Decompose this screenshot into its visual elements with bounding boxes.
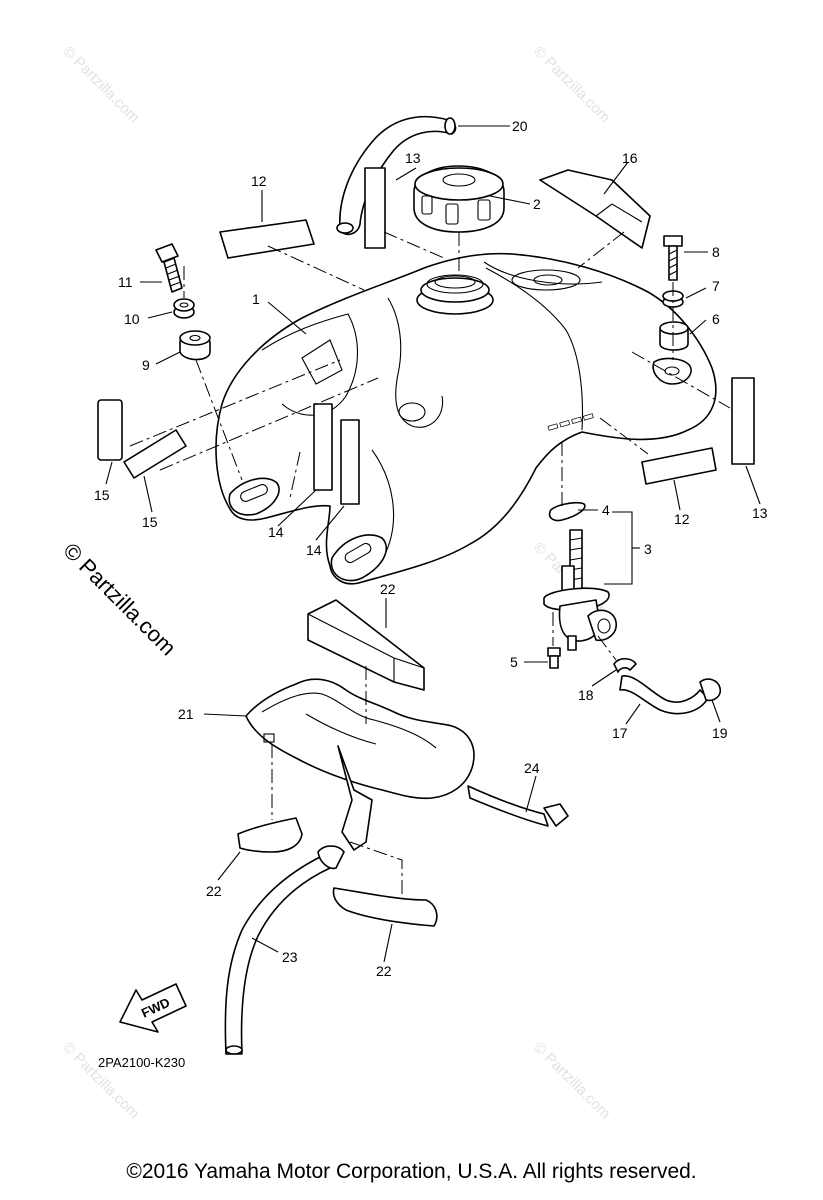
watermark-bottom-left: © Partzilla.com: [59, 1039, 142, 1122]
fuel-cock-assembly: [543, 501, 617, 651]
callout-12-right: 12: [674, 511, 690, 527]
callout-3: 3: [644, 541, 652, 557]
filler-neck-thread: [426, 274, 484, 294]
callout-14-b: 14: [306, 542, 322, 558]
callout-5: 5: [510, 654, 518, 670]
filler-neck-opening: [434, 275, 476, 289]
diagram-canvas: © Partzilla.com © Partzilla.com © Partzi…: [58, 43, 768, 1122]
tank-contour-right: [483, 261, 603, 285]
gasket-4: [548, 501, 586, 522]
drain-hose-23: [224, 845, 345, 1055]
left-mount-slot: [240, 484, 268, 502]
callout-21: 21: [178, 706, 194, 722]
watermark-bottom-right: © Partzilla.com: [530, 1039, 613, 1122]
callout-8: 8: [712, 244, 720, 260]
label-12-left: [219, 219, 315, 259]
callout-23: 23: [282, 949, 298, 965]
callout-19: 19: [712, 725, 728, 741]
label-13-top: [364, 167, 386, 249]
label-12-right: [641, 447, 717, 485]
pad-22-left: [237, 817, 303, 853]
label-14-b: [340, 419, 360, 505]
filler-neck-rim: [420, 277, 490, 303]
bolt-11: [155, 243, 183, 293]
tank-contour-lower: [371, 449, 395, 553]
callout-1: 1: [252, 291, 260, 307]
callout-4: 4: [602, 502, 610, 518]
collar-10: [173, 298, 195, 319]
leader-lines: [105, 125, 761, 963]
fuel-cap: [413, 165, 505, 233]
callout-22-top: 22: [380, 581, 396, 597]
copyright-footer: ©2016 Yamaha Motor Corporation, U.S.A. A…: [126, 1160, 697, 1183]
bolt-8: [663, 235, 683, 281]
callout-15-a: 15: [94, 487, 110, 503]
callout-7: 7: [712, 278, 720, 294]
callout-11: 11: [118, 274, 133, 290]
callout-numbers: 20 13 16 12 2 8 11 7 1 10 6 9 15 15 14 1…: [94, 118, 768, 979]
label-15-tilted: [123, 429, 187, 479]
clip-18: [613, 657, 637, 673]
callout-2: 2: [533, 196, 541, 212]
damper-6: [659, 321, 689, 351]
side-watermark: © Partzilla.com: [58, 538, 181, 661]
callout-6: 6: [712, 311, 720, 327]
cock-lever: [587, 609, 617, 642]
tank-badge-inner: [533, 274, 563, 286]
fwd-arrow-icon: FWD: [119, 983, 187, 1033]
pad-22-top: [307, 599, 425, 691]
callout-15-b: 15: [142, 514, 158, 530]
lower-mount-slot: [344, 542, 372, 564]
tank-badge-recess: [511, 269, 581, 291]
watermark-top-left: © Partzilla.com: [59, 43, 142, 126]
pad-22-bottom: [332, 887, 438, 927]
callout-13-top: 13: [405, 150, 421, 166]
clip-19: [699, 678, 722, 702]
watermark-top-right: © Partzilla.com: [530, 43, 613, 126]
breather-hose: [336, 115, 457, 236]
callout-20: 20: [512, 118, 528, 134]
faint-watermarks: © Partzilla.com © Partzilla.com © Partzi…: [59, 43, 613, 1122]
cock-outlet: [567, 635, 577, 651]
callout-10: 10: [124, 311, 140, 327]
breather-hose-end: [444, 117, 456, 135]
tank-contour-center: [387, 297, 444, 428]
callout-18: 18: [578, 687, 594, 703]
label-14-a: [313, 403, 333, 491]
callout-22-bottom: 22: [376, 963, 392, 979]
fuel-hose-17: [619, 675, 709, 715]
callout-22-left: 22: [206, 883, 222, 899]
label-16: [539, 169, 651, 249]
tank-contour-ridge: [485, 267, 584, 431]
screw-5: [547, 647, 561, 669]
band-24: [467, 785, 569, 827]
callout-14-a: 14: [268, 524, 284, 540]
callout-12-left: 12: [251, 173, 267, 189]
callout-17: 17: [612, 725, 628, 741]
damper-9: [179, 330, 211, 361]
label-15-vertical: [97, 399, 123, 461]
callout-16: 16: [622, 150, 638, 166]
callout-13-right: 13: [752, 505, 768, 521]
side-recess: [301, 339, 343, 385]
diagram-code: 2PA2100-K230: [98, 1055, 185, 1070]
callout-9: 9: [142, 357, 150, 373]
fuel-tank: ▭▭▭▭: [215, 252, 717, 585]
callout-24: 24: [524, 760, 540, 776]
dashed-lines: [129, 231, 731, 896]
side-hole: [398, 402, 426, 422]
shield-21: [245, 678, 475, 851]
label-13-right: [731, 377, 755, 465]
